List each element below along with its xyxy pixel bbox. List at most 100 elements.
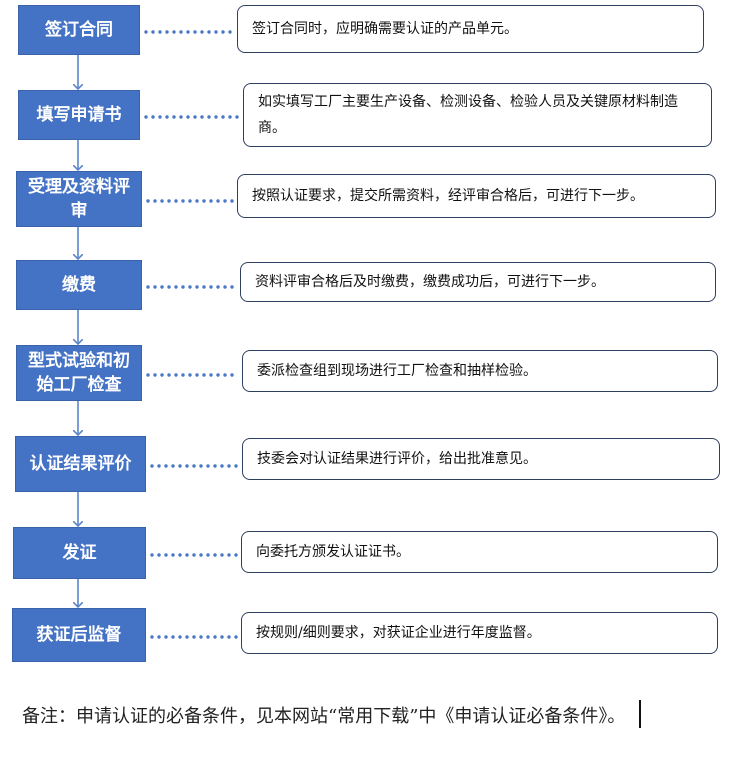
footnote: 备注：申请认证的必备条件，见本网站“常用下载”中《申请认证必备条件》。 xyxy=(22,694,702,740)
connector-dot xyxy=(213,464,217,468)
connector-dot xyxy=(234,553,238,557)
connector-dot xyxy=(230,373,234,377)
connector-dot xyxy=(174,373,178,377)
connector-dot xyxy=(164,553,168,557)
description-box-payment: 资料评审合格后及时缴费，缴费成功后，可进行下一步。 xyxy=(240,262,716,302)
step-box-post-certification-supervision: 获证后监督 xyxy=(12,608,146,662)
connector-dot xyxy=(206,553,210,557)
connector-dot xyxy=(200,30,204,34)
step-box-payment: 缴费 xyxy=(16,260,142,310)
connector-dot xyxy=(181,199,185,203)
connector-dot xyxy=(220,464,224,468)
connector-dot xyxy=(157,635,161,639)
connector-dot xyxy=(150,464,154,468)
connector-dot xyxy=(227,553,231,557)
connector-dot xyxy=(146,373,150,377)
connector-dot xyxy=(223,373,227,377)
connector-dot xyxy=(160,285,164,289)
step-box-fill-application: 填写申请书 xyxy=(18,90,140,140)
connector-dot xyxy=(185,635,189,639)
connector-dot xyxy=(167,285,171,289)
step-box-result-evaluation: 认证结果评价 xyxy=(15,436,146,492)
description-box-result-evaluation: 技委会对认证结果进行评价，给出批准意见。 xyxy=(242,438,720,480)
connector-dot xyxy=(193,115,197,119)
step-box-acceptance-review: 受理及资料评审 xyxy=(16,171,142,227)
connector-dot xyxy=(179,30,183,34)
connector-dot xyxy=(151,115,155,119)
connector-dot xyxy=(195,373,199,377)
connector-dot xyxy=(209,285,213,289)
connector-dot xyxy=(188,373,192,377)
connector-dot xyxy=(188,285,192,289)
connector-dot xyxy=(216,373,220,377)
connector-dot xyxy=(209,373,213,377)
connector-dot xyxy=(171,464,175,468)
connector-dot xyxy=(235,115,239,119)
connector-dot xyxy=(220,635,224,639)
connector-dot xyxy=(207,30,211,34)
connector-dot xyxy=(151,30,155,34)
footnote-text: 备注：申请认证的必备条件，见本网站“常用下载”中《申请认证必备条件》。 xyxy=(22,706,626,727)
connector-dot xyxy=(220,553,224,557)
connector-dot xyxy=(153,199,157,203)
connector-dot xyxy=(214,115,218,119)
connector-dot xyxy=(199,464,203,468)
text-cursor xyxy=(639,700,642,728)
connector-dot xyxy=(185,553,189,557)
connector-dot xyxy=(144,30,148,34)
connector-dot xyxy=(172,30,176,34)
connector-dot xyxy=(234,464,238,468)
description-box-fill-application: 如实填写工厂主要生产设备、检测设备、检验人员及关键原材料制造商。 xyxy=(243,83,712,147)
connector-dot xyxy=(146,285,150,289)
connector-dot xyxy=(207,115,211,119)
connector-dot xyxy=(192,464,196,468)
connector-dot xyxy=(171,553,175,557)
connector-dot xyxy=(150,635,154,639)
connector-dot xyxy=(230,199,234,203)
connector-dot xyxy=(144,115,148,119)
connector-dot xyxy=(178,553,182,557)
description-box-post-certification-supervision: 按规则/细则要求，对获证企业进行年度监督。 xyxy=(241,612,718,654)
connector-dot xyxy=(214,30,218,34)
connector-dot xyxy=(206,464,210,468)
connector-dot xyxy=(158,115,162,119)
connector-dot xyxy=(167,199,171,203)
connector-dot xyxy=(172,115,176,119)
connector-dot xyxy=(167,373,171,377)
connector-dot xyxy=(165,30,169,34)
connector-dot xyxy=(160,373,164,377)
connector-dot xyxy=(157,553,161,557)
connector-dot xyxy=(202,373,206,377)
connector-dot xyxy=(221,30,225,34)
connector-dot xyxy=(216,199,220,203)
description-box-type-test-inspection: 委派检查组到现场进行工厂检查和抽样检验。 xyxy=(242,350,718,392)
connector-dot xyxy=(158,30,162,34)
connector-dot xyxy=(164,464,168,468)
connector-dot xyxy=(216,285,220,289)
connector-dot xyxy=(209,199,213,203)
connector-dot xyxy=(200,115,204,119)
connector-dot xyxy=(178,464,182,468)
connector-dot xyxy=(153,285,157,289)
connector-dot xyxy=(181,285,185,289)
connector-dot xyxy=(206,635,210,639)
connector-dot xyxy=(181,373,185,377)
connector-dot xyxy=(157,464,161,468)
connector-dot xyxy=(195,285,199,289)
connector-dot xyxy=(199,635,203,639)
connector-dot xyxy=(171,635,175,639)
description-box-issue-certificate: 向委托方颁发认证证书。 xyxy=(241,531,718,573)
connector-dot xyxy=(174,285,178,289)
connector-dot xyxy=(228,115,232,119)
connector-dot xyxy=(195,199,199,203)
connector-dot xyxy=(221,115,225,119)
connector-dot xyxy=(186,30,190,34)
connector-dot xyxy=(185,464,189,468)
description-box-acceptance-review: 按照认证要求，提交所需资料，经评审合格后，可进行下一步。 xyxy=(237,174,716,218)
step-box-issue-certificate: 发证 xyxy=(13,527,146,579)
connector-dot xyxy=(202,199,206,203)
connector-dot xyxy=(230,285,234,289)
connector-dot xyxy=(227,464,231,468)
connector-dot xyxy=(192,553,196,557)
